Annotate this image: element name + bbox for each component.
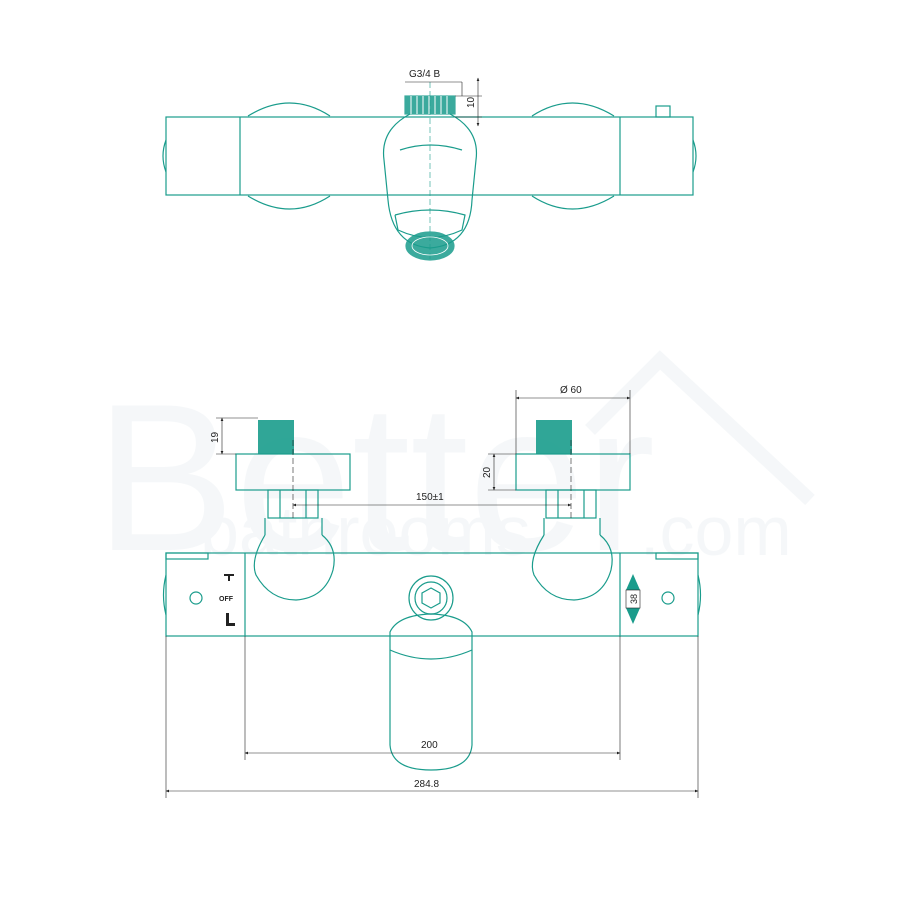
hex-outlet	[408, 575, 454, 621]
right-handle-screw	[661, 591, 675, 605]
thread-size-label: G3/4 B	[409, 69, 440, 80]
top-left-disc	[247, 102, 331, 117]
watermark-roof-icon	[585, 350, 815, 506]
right-inlet-thread-icon	[536, 420, 572, 454]
temp-down-arrow-icon	[626, 608, 640, 624]
top-body	[165, 116, 694, 196]
shower-icon	[224, 574, 234, 581]
front-dimensions	[165, 390, 699, 798]
body-height-label: 20	[482, 466, 493, 478]
safety-stop-label: 38	[629, 594, 639, 604]
overall-width-label: 284.8	[414, 779, 439, 790]
watermark: Better bathrooms .com	[95, 350, 815, 595]
body-diameter-label: Ø 60	[560, 385, 582, 396]
top-view	[162, 82, 697, 261]
watermark-brand-sub: bathrooms	[200, 492, 531, 570]
front-view	[162, 420, 702, 771]
front-spout	[389, 613, 473, 771]
diverter-off-label: OFF	[219, 596, 234, 603]
inlet-height-label: 19	[210, 431, 221, 443]
diverter-panel: OFF	[219, 574, 235, 626]
tap-icon	[226, 613, 235, 626]
top-spout-aerator-icon	[405, 231, 455, 261]
watermark-domain: .com	[640, 492, 792, 570]
top-right-disc	[531, 102, 615, 117]
temperature-panel	[625, 574, 641, 624]
hex-key-icon	[421, 587, 441, 609]
front-body	[165, 552, 699, 637]
left-inlet-thread-icon	[258, 420, 294, 454]
thread-height-label: 10	[466, 96, 477, 108]
spout-width-label: 200	[421, 740, 438, 751]
inlet-spacing-label: 150±1	[416, 492, 444, 503]
left-handle-screw	[189, 591, 203, 605]
top-dimensions	[405, 77, 482, 127]
temp-up-arrow-icon	[626, 574, 640, 590]
